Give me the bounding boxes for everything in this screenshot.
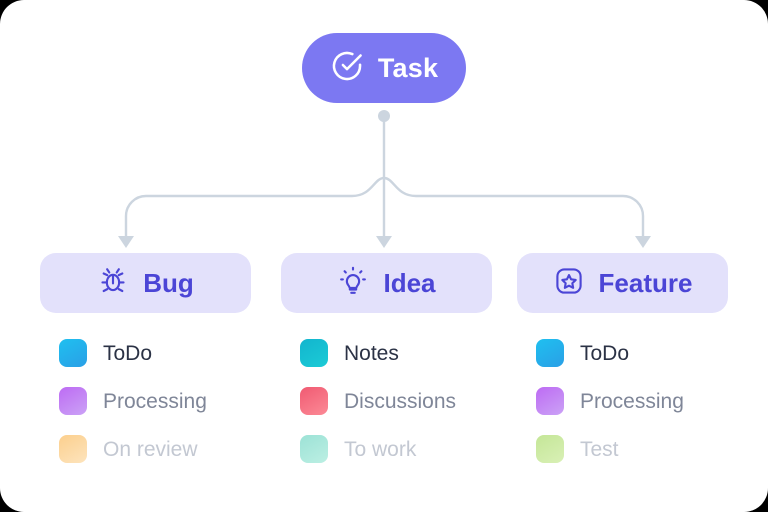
category-label-feature: Feature [598, 268, 693, 298]
category-pill-idea[interactable]: Idea [281, 253, 492, 313]
category-pill-feature[interactable]: Feature [517, 253, 728, 313]
category-column-bug: Bug ToDo Processing On review [40, 253, 251, 463]
status-label: ToDo [580, 341, 630, 365]
status-row[interactable]: Test [536, 435, 728, 463]
status-swatch [536, 435, 564, 463]
status-swatch [536, 339, 564, 367]
status-swatch [59, 435, 87, 463]
status-swatch [536, 387, 564, 415]
status-label: Test [580, 437, 619, 461]
status-row[interactable]: ToDo [59, 339, 251, 367]
lightbulb-icon [337, 265, 369, 302]
status-swatch [59, 339, 87, 367]
status-row[interactable]: Notes [300, 339, 492, 367]
category-label-bug: Bug [143, 268, 194, 298]
status-swatch [300, 339, 328, 367]
status-label: Processing [580, 389, 684, 413]
connector-origin-dot [378, 110, 390, 122]
status-list-idea: Notes Discussions To work [281, 339, 492, 463]
task-node-label: Task [377, 52, 439, 83]
category-label-idea: Idea [383, 268, 436, 298]
status-label: Discussions [344, 389, 457, 413]
arrowhead-bug [118, 236, 134, 248]
category-column-idea: Idea Notes Discussions To work [281, 253, 492, 463]
status-label: ToDo [103, 341, 153, 365]
bug-icon [97, 265, 129, 302]
arrowhead-feature [635, 236, 651, 248]
status-row[interactable]: To work [300, 435, 492, 463]
status-list-feature: ToDo Processing Test [517, 339, 728, 463]
status-swatch [300, 387, 328, 415]
status-row[interactable]: On review [59, 435, 251, 463]
arrowhead-idea [376, 236, 392, 248]
star-square-icon [553, 265, 585, 302]
status-label: Notes [344, 341, 399, 365]
status-row[interactable]: ToDo [536, 339, 728, 367]
connector-branch-left [124, 176, 386, 240]
check-circle-icon [330, 49, 364, 88]
task-node[interactable]: Task [302, 33, 466, 103]
status-list-bug: ToDo Processing On review [40, 339, 251, 463]
status-swatch [300, 435, 328, 463]
status-row[interactable]: Processing [536, 387, 728, 415]
status-row[interactable]: Processing [59, 387, 251, 415]
status-label: On review [103, 437, 198, 461]
connector-branch-right [382, 176, 645, 240]
category-pill-bug[interactable]: Bug [40, 253, 251, 313]
status-label: Processing [103, 389, 207, 413]
status-swatch [59, 387, 87, 415]
status-label: To work [344, 437, 417, 461]
category-column-feature: Feature ToDo Processing Test [517, 253, 728, 463]
status-row[interactable]: Discussions [300, 387, 492, 415]
